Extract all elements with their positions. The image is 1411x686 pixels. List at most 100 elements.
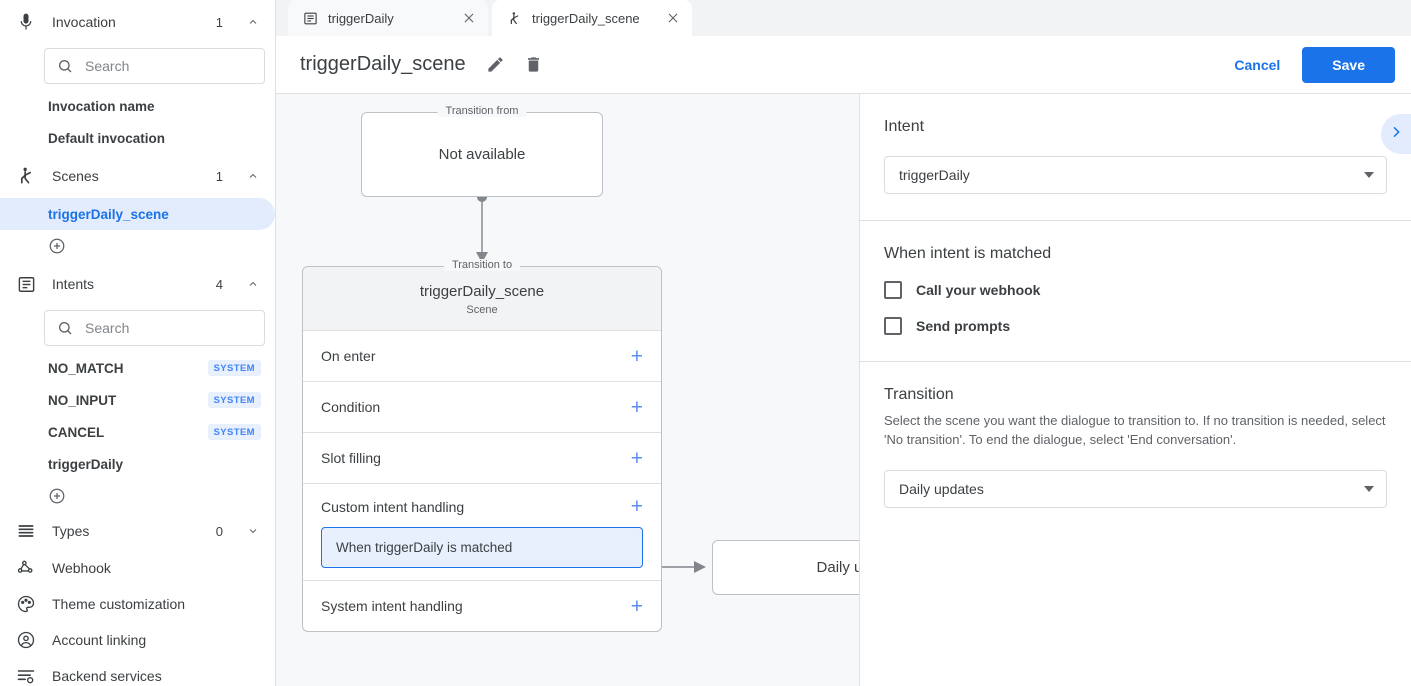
- invocation-search-box[interactable]: [44, 48, 265, 84]
- sidebar-item-cancel[interactable]: CANCEL SYSTEM: [0, 416, 275, 448]
- tab-triggerdaily-scene[interactable]: triggerDaily_scene: [492, 0, 692, 36]
- call-webhook-checkbox[interactable]: [884, 281, 902, 299]
- sidebar-item-label: triggerDaily_scene: [48, 206, 169, 222]
- sidebar-section-count: 1: [215, 14, 223, 30]
- scene-row-slot-filling[interactable]: Slot filling +: [303, 432, 661, 483]
- transition-description: Select the scene you want the dialogue t…: [884, 413, 1386, 447]
- sidebar-item-label: Theme customization: [52, 596, 186, 612]
- scene-row-on-enter[interactable]: On enter +: [303, 330, 661, 381]
- status-badge: SYSTEM: [207, 392, 261, 408]
- scene-row-condition[interactable]: Condition +: [303, 381, 661, 432]
- transition-target-value: Daily updates: [816, 559, 859, 576]
- add-on-enter-button[interactable]: +: [630, 344, 643, 368]
- chevron-down-icon[interactable]: [247, 525, 259, 537]
- scene-row-system-intent-handling[interactable]: System intent handling +: [303, 580, 661, 631]
- tab-label: triggerDaily_scene: [532, 10, 640, 26]
- palette-icon: [14, 592, 38, 616]
- chevron-up-icon[interactable]: [247, 170, 259, 182]
- sidebar-item-no-match[interactable]: NO_MATCH SYSTEM: [0, 352, 275, 384]
- page-header: triggerDaily_scene Cancel Save: [276, 36, 1411, 94]
- chevron-up-icon[interactable]: [247, 16, 259, 28]
- send-prompts-label: Send prompts: [916, 318, 1011, 334]
- scene-canvas[interactable]: Transition from Not available Transition…: [276, 94, 860, 686]
- transition-target-node[interactable]: Transition to Daily updates: [712, 540, 859, 595]
- pencil-icon[interactable]: [484, 53, 508, 77]
- when-matched-title: When intent is matched: [884, 245, 1052, 262]
- sidebar-item-backend-services[interactable]: Backend services: [0, 658, 275, 686]
- main-area: triggerDaily triggerDaily_scene triggerD…: [276, 0, 1411, 686]
- sidebar-section-label: Types: [52, 523, 90, 539]
- intents-search-input[interactable]: [85, 320, 252, 336]
- scene-row-custom-intent-handling[interactable]: Custom intent handling + When triggerDai…: [303, 483, 661, 580]
- send-prompts-row[interactable]: Send prompts: [884, 317, 1387, 335]
- close-icon[interactable]: [460, 9, 478, 27]
- transition-select-value: Daily updates: [899, 480, 984, 497]
- transition-from-node[interactable]: Transition from Not available: [361, 105, 603, 197]
- sidebar-section-invocation[interactable]: Invocation 1: [0, 0, 275, 44]
- tab-strip: triggerDaily triggerDaily_scene: [276, 0, 1411, 36]
- sidebar-item-triggerdaily-scene[interactable]: triggerDaily_scene: [0, 198, 275, 230]
- intent-handler-chip[interactable]: When triggerDaily is matched: [321, 527, 643, 568]
- add-scene-button[interactable]: [0, 230, 275, 262]
- add-system-intent-handling-button[interactable]: +: [630, 594, 643, 618]
- sidebar-item-label: Account linking: [52, 632, 147, 648]
- sidebar-section-intents[interactable]: Intents 4: [0, 262, 275, 306]
- call-webhook-label: Call your webhook: [916, 282, 1041, 298]
- sidebar-section-count: 1: [215, 168, 223, 184]
- scene-row-label: Custom intent handling: [321, 498, 465, 515]
- sidebar-item-label: NO_MATCH: [48, 360, 124, 376]
- cancel-button[interactable]: Cancel: [1220, 49, 1294, 81]
- transition-section: Transition Select the scene you want the…: [860, 362, 1411, 534]
- sidebar-item-label: Backend services: [52, 668, 162, 684]
- add-custom-intent-handling-button[interactable]: +: [630, 495, 643, 518]
- sidebar-section-scenes[interactable]: Scenes 1: [0, 154, 275, 198]
- intents-icon: [14, 272, 38, 296]
- intents-icon: [302, 10, 318, 26]
- webhook-icon: [14, 556, 38, 580]
- scene-node-title: triggerDaily_scene: [419, 283, 545, 300]
- intents-search-box[interactable]: [44, 310, 265, 346]
- add-slot-filling-button[interactable]: +: [630, 446, 643, 470]
- chevron-up-icon[interactable]: [247, 278, 259, 290]
- close-icon[interactable]: [664, 9, 682, 27]
- when-intent-matched-section: When intent is matched Call your webhook…: [860, 221, 1411, 362]
- sidebar-item-account-linking[interactable]: Account linking: [0, 622, 275, 658]
- sidebar-item-triggerdaily[interactable]: triggerDaily: [0, 448, 275, 480]
- page-title: triggerDaily_scene: [300, 53, 466, 75]
- transition-to-legend: Transition to: [443, 259, 521, 271]
- scenes-icon: [506, 10, 522, 26]
- intent-select[interactable]: triggerDaily: [884, 156, 1387, 194]
- scene-row-label: System intent handling: [321, 598, 463, 614]
- types-icon: [14, 519, 38, 543]
- invocation-search-input[interactable]: [85, 58, 252, 74]
- scene-node[interactable]: Transition to triggerDaily_scene Scene O…: [302, 259, 662, 632]
- add-condition-button[interactable]: +: [630, 395, 643, 419]
- chevron-down-icon: [1364, 172, 1374, 178]
- tab-label: triggerDaily: [328, 10, 394, 26]
- sidebar-section-types[interactable]: Types 0: [0, 512, 275, 550]
- send-prompts-checkbox[interactable]: [884, 317, 902, 335]
- sidebar-item-label: NO_INPUT: [48, 392, 117, 408]
- sidebar-item-webhook[interactable]: Webhook: [0, 550, 275, 586]
- plus-circle-icon: [49, 238, 65, 254]
- left-sidebar: Invocation 1 Invocation name Default inv…: [0, 0, 276, 686]
- chevron-down-icon: [1364, 485, 1374, 492]
- trash-icon[interactable]: [522, 53, 546, 77]
- save-button[interactable]: Save: [1302, 46, 1395, 83]
- panel-expand-button[interactable]: [1381, 114, 1411, 154]
- status-badge: SYSTEM: [207, 424, 261, 440]
- sidebar-item-theme-customization[interactable]: Theme customization: [0, 586, 275, 622]
- add-intent-button[interactable]: [0, 480, 275, 512]
- sidebar-item-no-input[interactable]: NO_INPUT SYSTEM: [0, 384, 275, 416]
- properties-panel: Intent triggerDaily When intent is match…: [860, 94, 1411, 686]
- call-webhook-row[interactable]: Call your webhook: [884, 281, 1387, 299]
- sidebar-item-invocation-name[interactable]: Invocation name: [0, 90, 275, 122]
- transition-select[interactable]: Daily updates: [884, 469, 1387, 508]
- scene-node-header: triggerDaily_scene Scene: [303, 267, 661, 330]
- status-badge: SYSTEM: [207, 360, 261, 376]
- sidebar-item-default-invocation[interactable]: Default invocation: [0, 122, 275, 154]
- tab-triggerdaily[interactable]: triggerDaily: [288, 0, 488, 36]
- sidebar-item-label: Webhook: [52, 560, 111, 576]
- sidebar-item-label: Default invocation: [48, 130, 166, 146]
